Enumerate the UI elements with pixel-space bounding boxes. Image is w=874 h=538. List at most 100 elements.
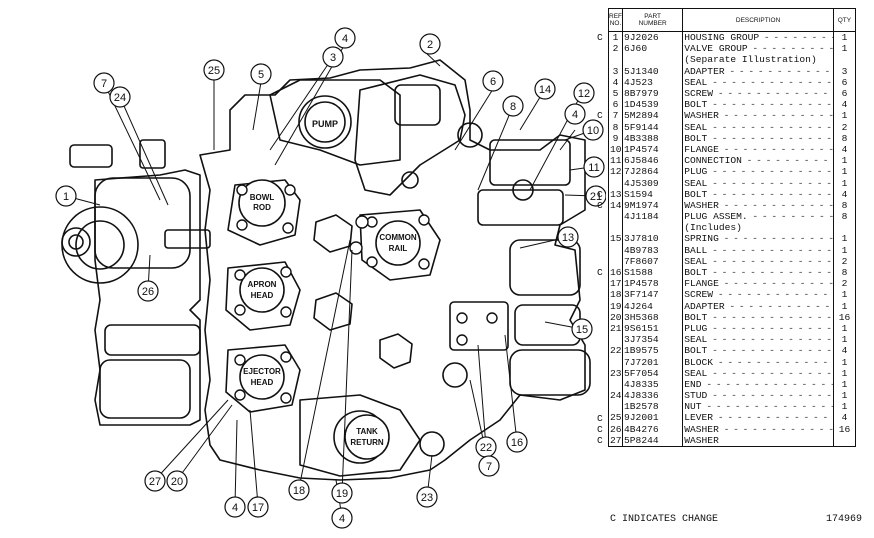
change-marker: C <box>597 200 603 211</box>
part-number-cell <box>622 222 684 234</box>
qty-cell: 1 <box>833 390 857 402</box>
description-cell: NUT - - - - - - - - - - - - - - - - - - … <box>682 401 834 413</box>
qty-cell: 4 <box>833 99 857 111</box>
description-cell: BOLT - - - - - - - - - - - - - - - - - -… <box>682 99 834 111</box>
qty-cell: 1 <box>833 300 857 312</box>
description-text: ADAPTER <box>684 65 725 77</box>
ref-no-cell: 10 <box>607 143 624 156</box>
description-cell: BLOCK - - - - - - - - - - - - - - - - - … <box>682 356 834 368</box>
callout-4-d: 4 <box>572 109 578 121</box>
ref-no-cell: 24 <box>607 390 624 402</box>
description-text: WASHER <box>684 423 719 435</box>
description-cell: SPRING - - - - - - - - - - - - - - - - -… <box>682 233 834 245</box>
ref-no-cell: 8 <box>607 121 624 133</box>
part-number-cell: 1B2578 <box>622 401 684 413</box>
ref-no-cell: 14 <box>607 199 624 211</box>
part-number-cell: 5F9144 <box>622 121 684 133</box>
part-number-cell: 5F7054 <box>622 367 684 379</box>
description-text: WASHER <box>684 199 719 211</box>
qty-cell: 2 <box>833 121 857 133</box>
callout-21: 21 <box>590 191 602 203</box>
apron-head-label-2: HEAD <box>251 291 274 300</box>
part-number-cell: 9J2026 <box>622 31 684 44</box>
ref-no-cell: 13 <box>607 188 624 200</box>
ref-no-cell <box>607 356 624 368</box>
qty-cell: 3 <box>833 65 857 77</box>
qty-cell: 6 <box>833 76 857 88</box>
description-cell: SEAL - - - - - - - - - - - - - - - - - -… <box>682 255 834 267</box>
part-number-cell: 1D4539 <box>622 99 684 111</box>
description-text: WASHER <box>684 434 719 446</box>
tank-return-label-1: TANK <box>356 427 378 436</box>
part-number-cell: 9J2001 <box>622 412 684 424</box>
description-cell: BOLT - - - - - - - - - - - - - - - - - -… <box>682 266 834 279</box>
description-text: BOLT <box>684 345 708 357</box>
change-legend: C INDICATES CHANGE <box>610 514 719 525</box>
part-number-cell: 4J264 <box>622 300 684 312</box>
qty-cell: 1 <box>833 110 857 122</box>
part-number-cell: 4J8336 <box>622 390 684 402</box>
leader-dots: - - - - - - - - - - - - - - - - - - - - <box>729 65 832 77</box>
ref-no-cell: 5 <box>607 87 624 100</box>
qty-cell: 1 <box>833 401 857 413</box>
ref-no-cell: 1 <box>607 31 624 44</box>
description-text: PLUG <box>684 166 708 178</box>
ref-no-cell <box>607 177 624 189</box>
description-text: FLANGE <box>684 143 719 155</box>
change-marker: C <box>597 424 603 435</box>
part-number-cell: 9S6151 <box>622 322 684 335</box>
description-cell: WASHER <box>682 434 834 447</box>
part-number-cell: 5J1340 <box>622 65 684 77</box>
callout-7: 7 <box>101 78 107 90</box>
bowl-rod-label-2: ROD <box>253 203 271 212</box>
description-cell: (Separate Illustration) <box>682 54 834 66</box>
leader-dots: - - - - - - - - - - - - - - - - - - - - <box>717 88 833 100</box>
description-cell: ADAPTER - - - - - - - - - - - - - - - - … <box>682 65 834 77</box>
description-text: BOLT <box>684 267 708 279</box>
part-number-cell: 3H5368 <box>622 311 684 323</box>
description-text: CONNECTION <box>684 155 742 167</box>
leader-dots: - - - - - - - - - - - - - - - - - - - - <box>712 367 832 379</box>
description-text: SCREW <box>684 289 714 301</box>
callout-4-b: 4 <box>232 502 238 514</box>
header-qty: QTY <box>832 8 857 32</box>
leader-dots: - - - - - - - - - - - - - - - - - - - - <box>712 76 832 88</box>
description-text: SEAL <box>684 121 708 133</box>
description-cell: BOLT - - - - - - - - - - - - - - - - - -… <box>682 188 834 200</box>
callout-16: 16 <box>511 437 523 449</box>
qty-cell <box>833 222 857 234</box>
qty-cell: 16 <box>833 423 857 435</box>
ref-no-cell: 27 <box>607 434 624 447</box>
ref-no-cell: 23 <box>607 367 624 379</box>
callout-12: 12 <box>578 88 590 100</box>
change-marker: C <box>597 32 603 43</box>
description-text: WASHER <box>684 110 719 122</box>
description-text: NUT <box>684 401 702 413</box>
description-cell: WASHER - - - - - - - - - - - - - - - - -… <box>682 110 834 122</box>
description-cell: PLUG ASSEM. - - - - - - - - - - - - - - … <box>682 211 834 223</box>
description-text: HOUSING GROUP <box>684 32 760 44</box>
change-marker: C <box>597 412 603 424</box>
leader-dots: - - - - - - - - - - - - - - - - - - - - <box>752 211 834 223</box>
ref-no-cell: 25 <box>607 412 624 424</box>
qty-cell: 2 <box>833 278 857 290</box>
description-text: LEVER <box>684 412 714 424</box>
ref-no-cell: 19 <box>607 300 624 312</box>
qty-cell: 1 <box>833 155 857 167</box>
callout-17: 17 <box>252 502 264 514</box>
qty-cell: 4 <box>833 412 857 424</box>
change-marker: C <box>597 188 603 200</box>
qty-cell <box>833 54 857 66</box>
part-number-cell: 3J7354 <box>622 334 684 346</box>
callout-19: 19 <box>336 488 348 500</box>
ref-no-cell <box>607 401 624 413</box>
